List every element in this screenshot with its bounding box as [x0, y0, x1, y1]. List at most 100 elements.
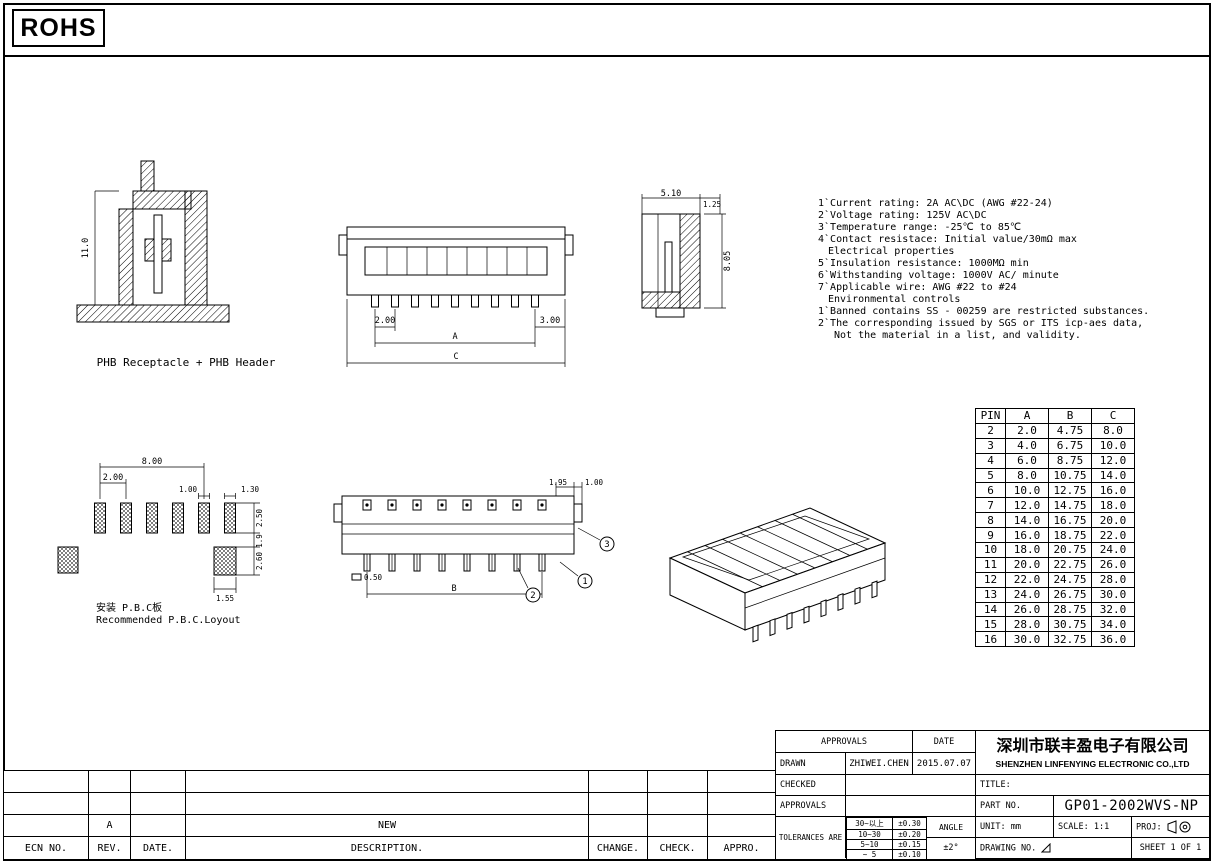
pin-table-cell: 12	[975, 571, 1006, 588]
note-line: 1`Current rating: 2A AC\DC (AWG #22-24)	[818, 198, 1196, 210]
pin-table-cell: 18.0	[1091, 497, 1135, 514]
tolerance-range: 5~10	[846, 839, 893, 850]
iso-pin	[871, 580, 878, 599]
pin-table-cell: 10	[975, 542, 1006, 558]
pin-table-cell: 11	[975, 556, 1006, 573]
pin-table-cell: 8.0	[1005, 467, 1049, 484]
pin-table-cell: 12.0	[1091, 452, 1135, 469]
pin-table-cell: 24.0	[1005, 586, 1049, 603]
pin-table-cell: 16	[975, 631, 1006, 648]
pin-table-cell: 18.75	[1048, 527, 1092, 544]
proj-cell: PROJ:	[1130, 816, 1211, 838]
tolerance-row: 30~以上±0.30	[846, 817, 927, 830]
front-view: 2.00 3.00 A C	[338, 226, 574, 367]
pin-table-cell: 5	[975, 467, 1006, 484]
angle-value: ±2°	[943, 843, 959, 853]
rohs-badge: ROHS	[12, 9, 105, 47]
dim-pcb-pad-width: 1.00	[179, 485, 198, 494]
pin-table-header-cell: A	[1005, 408, 1049, 424]
pin-table-cell: 32.0	[1091, 601, 1135, 618]
pin-table-cell: 7	[975, 497, 1006, 514]
revision-cell: A	[88, 814, 131, 837]
approvals-header: APPROVALS	[775, 730, 913, 753]
pin-table-cell: 26.75	[1048, 586, 1092, 603]
scale-value: 1:1	[1093, 822, 1110, 832]
pin-table-header-cell: PIN	[975, 408, 1006, 424]
pin-table-cell: 2	[975, 422, 1006, 439]
notes: 1`Current rating: 2A AC\DC (AWG #22-24)2…	[818, 198, 1196, 342]
drawing-no-symbol	[1041, 842, 1051, 853]
dim-pcb-square-width: 1.55	[216, 594, 234, 603]
dim-front-pitch: 2.00	[375, 316, 395, 326]
pin-table-cell: 12.0	[1005, 497, 1049, 514]
tolerance-range: 30~以上	[846, 817, 893, 830]
revision-header-cell: APPRO.	[707, 836, 776, 860]
pin-table-cell: 2.0	[1005, 422, 1049, 439]
title-block-right: 深圳市联丰盈电子有限公司 SHENZHEN LINFENYING ELECTRO…	[974, 730, 1211, 859]
dim-top-B: B	[451, 584, 456, 594]
note-line: 7`Applicable wire: AWG #22 to #24	[818, 282, 1196, 294]
balloon-1-number: 1	[582, 577, 587, 587]
note-line: 2`Voltage rating: 125V AC\DC	[818, 210, 1196, 222]
title-label: TITLE:	[974, 774, 1211, 796]
note-line: 6`Withstanding voltage: 1000V AC/ minute	[818, 270, 1196, 282]
isometric-view-drawing	[668, 507, 887, 643]
note-number: 2	[818, 318, 825, 329]
pcb-bar	[76, 304, 230, 323]
notes-list: 1`Current rating: 2A AC\DC (AWG #22-24)2…	[818, 198, 1196, 342]
balloon-3	[599, 536, 615, 552]
revision-cell	[588, 792, 648, 815]
note-text: Not the material in a list, and validity…	[834, 330, 1081, 341]
section-view: 11.0	[76, 160, 230, 323]
revision-header-cell: REV.	[88, 836, 131, 860]
section-view-caption: PHB Receptacle + PHB Header	[96, 356, 276, 369]
scale-label: SCALE:	[1058, 822, 1089, 832]
company-name-cn: 深圳市联丰盈电子有限公司	[996, 737, 1189, 755]
revision-cell	[130, 770, 186, 793]
revision-header-cell: DATE.	[130, 836, 186, 860]
tolerance-range: 10~30	[846, 829, 893, 840]
sheet-frame	[3, 3, 1211, 861]
dim-pcb-pad-height: 2.50	[255, 508, 264, 527]
balloon-2	[525, 587, 541, 603]
revision-cell	[185, 770, 589, 793]
revision-cell	[707, 814, 776, 837]
note-text: `Withstanding voltage: 1000V AC/ minute	[824, 270, 1059, 281]
revision-header-cell: CHECK.	[647, 836, 708, 860]
title-block-left: APPROVALS DATE DRAWN ZHIWEI.CHEN 2015.07…	[775, 730, 976, 860]
revision-cell	[707, 792, 776, 815]
pin-table-cell: 13	[975, 586, 1006, 603]
revision-cell	[588, 814, 648, 837]
pin-table-cell: 18.0	[1005, 542, 1049, 558]
pin-table-cell: 8.75	[1048, 452, 1092, 469]
pin-table-cell: 14.0	[1005, 512, 1049, 529]
iso-pin	[786, 611, 793, 630]
note-text: `The corresponding issued by SGS or ITS …	[824, 318, 1144, 329]
tolerances-label: TOLERANCES ARE	[777, 817, 846, 858]
sheet-label: SHEET 1 OF 1	[1130, 837, 1211, 859]
section-view-drawing: 11.0	[76, 160, 230, 323]
pcb-pad	[172, 502, 184, 534]
company-name-en: SHENZHEN LINFENYING ELECTRONIC CO.,LTD	[995, 758, 1190, 769]
drawn-name: ZHIWEI.CHEN	[845, 752, 913, 775]
revision-cell	[185, 792, 589, 815]
note-number: 5	[818, 258, 825, 269]
note-number: 6	[818, 270, 825, 281]
iso-pin	[837, 592, 844, 612]
revision-cell	[130, 814, 186, 837]
note-number: 1	[818, 198, 825, 209]
pin-table-cell: 14.0	[1091, 467, 1135, 484]
revision-header-cell: DESCRIPTION.	[185, 836, 589, 860]
